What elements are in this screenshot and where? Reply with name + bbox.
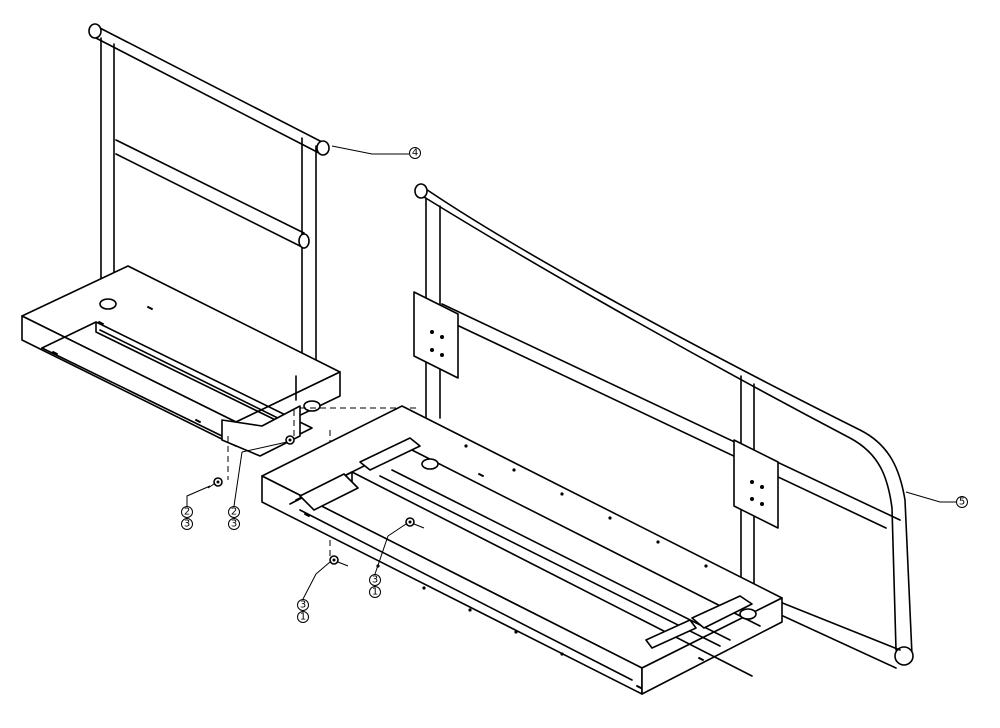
left-handrail [88,23,330,385]
callout-right-a: 3 1 [297,599,309,623]
svg-text:3: 3 [184,519,190,530]
svg-text:5: 5 [959,497,965,508]
right-step-tread [261,405,783,695]
right-hardware [315,517,425,575]
callout-left-b: 2 3 [228,506,240,530]
leader-lines [331,145,956,503]
callout-right-b: 3 1 [369,574,381,598]
svg-text:1: 1 [300,612,306,623]
svg-text:3: 3 [300,600,306,611]
svg-text:4: 4 [412,148,418,159]
svg-text:2: 2 [184,507,190,518]
callout-leaders-small [186,451,389,600]
right-handrail [413,183,914,669]
left-step-tread [21,265,341,457]
callout-part-5: 5 [956,496,968,508]
svg-text:3: 3 [372,575,378,586]
left-hardware [207,435,295,489]
svg-text:2: 2 [231,507,237,518]
callout-part-4: 4 [409,147,421,159]
svg-text:3: 3 [231,519,237,530]
svg-text:1: 1 [372,587,378,598]
callout-left-a: 2 3 [181,506,193,530]
